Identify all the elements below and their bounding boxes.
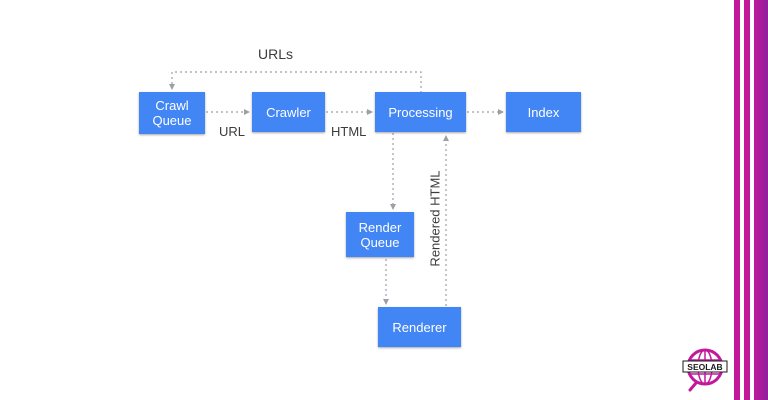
node-renderer: Renderer — [378, 307, 461, 347]
decorative-stripe-wide — [754, 0, 768, 400]
edge-label-rendered-html: Rendered HTML — [427, 170, 443, 267]
svg-text:SEOLAB: SEOLAB — [687, 362, 722, 372]
node-crawl-queue: Crawl Queue — [139, 92, 205, 134]
node-crawler: Crawler — [252, 92, 325, 132]
seolab-logo: SEOLAB — [680, 346, 730, 392]
node-index: Index — [506, 92, 581, 132]
arrow-urls-loop — [169, 71, 422, 93]
globe-icon: SEOLAB — [682, 348, 728, 392]
node-render-queue: Render Queue — [346, 212, 414, 257]
edge-label-url: URL — [219, 124, 246, 139]
decorative-stripe-thin — [734, 0, 740, 400]
edge-label-urls: URLs — [258, 46, 294, 62]
decorative-stripe-mid — [744, 0, 750, 400]
edge-label-html: HTML — [331, 124, 367, 139]
node-processing: Processing — [375, 92, 466, 132]
